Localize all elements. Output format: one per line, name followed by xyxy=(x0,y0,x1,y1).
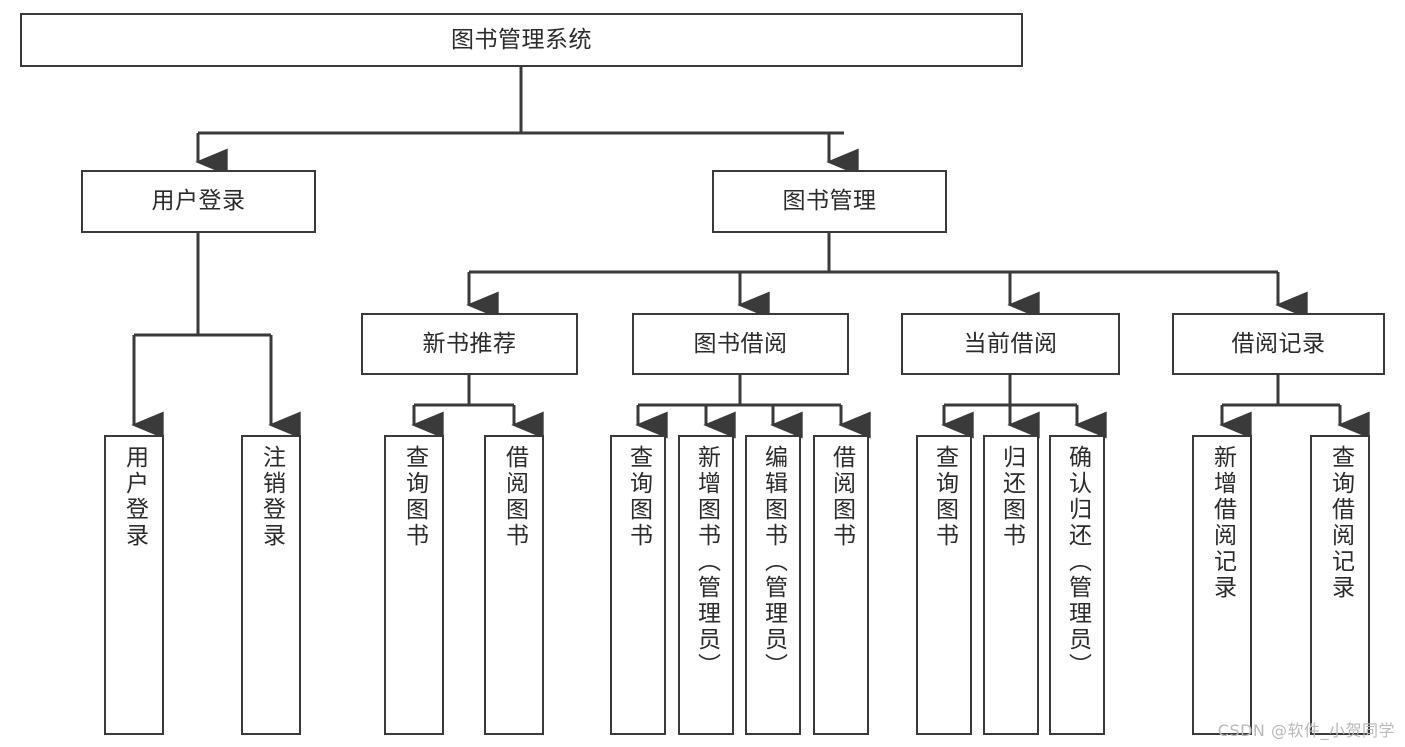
leaf-borrow-book[interactable]: 借阅图书 xyxy=(813,435,869,735)
leaf-add-borrow-record[interactable]: 新增借阅记录 xyxy=(1192,435,1252,735)
leaf-query-borrow-record[interactable]: 查询借阅记录 xyxy=(1310,435,1370,735)
node-label: 用户登录 xyxy=(151,188,246,215)
csdn-watermark: CSDN @软件_小贺同学 xyxy=(1217,721,1395,740)
leaf-confirm-return-admin[interactable]: 确认归还（管理员） xyxy=(1049,435,1105,735)
leaf-logout-login[interactable]: 注销登录 xyxy=(241,435,301,735)
node-root-system[interactable]: 图书管理系统 xyxy=(20,13,1023,67)
leaf-query-book-recommend[interactable]: 查询图书 xyxy=(384,435,444,735)
leaf-add-book-admin[interactable]: 新增图书（管理员） xyxy=(678,435,734,735)
node-borrow-record[interactable]: 借阅记录 xyxy=(1172,313,1385,375)
node-label: 借阅图书 xyxy=(828,445,855,549)
node-label: 借阅记录 xyxy=(1231,330,1326,357)
node-label: 查询图书 xyxy=(625,445,652,549)
node-label: 用户登录 xyxy=(121,445,148,549)
node-label: 查询借阅记录 xyxy=(1327,445,1354,601)
node-label: 图书借阅 xyxy=(693,330,788,357)
node-label: 注销登录 xyxy=(258,445,285,549)
node-label: 编辑图书（管理员） xyxy=(760,445,787,679)
leaf-borrow-book-recommend[interactable]: 借阅图书 xyxy=(484,435,544,735)
node-user-login[interactable]: 用户登录 xyxy=(81,170,316,233)
node-new-book-recommend[interactable]: 新书推荐 xyxy=(361,313,578,375)
node-label: 确认归还（管理员） xyxy=(1064,445,1091,679)
node-label: 当前借阅 xyxy=(963,330,1058,357)
node-label: 新书推荐 xyxy=(422,330,517,357)
node-book-management[interactable]: 图书管理 xyxy=(712,170,947,233)
node-label: 图书管理 xyxy=(782,188,877,215)
leaf-query-book-borrow[interactable]: 查询图书 xyxy=(610,435,666,735)
node-label: 归还图书 xyxy=(998,445,1025,549)
leaf-query-book-current[interactable]: 查询图书 xyxy=(916,435,972,735)
leaf-return-book[interactable]: 归还图书 xyxy=(983,435,1039,735)
node-label: 查询图书 xyxy=(931,445,958,549)
node-book-borrow[interactable]: 图书借阅 xyxy=(632,313,849,375)
node-label: 查询图书 xyxy=(401,445,428,549)
node-label: 新增借阅记录 xyxy=(1209,445,1236,601)
node-label: 图书管理系统 xyxy=(451,26,592,53)
node-label: 新增图书（管理员） xyxy=(693,445,720,679)
node-label: 借阅图书 xyxy=(501,445,528,549)
node-current-borrow[interactable]: 当前借阅 xyxy=(901,313,1120,375)
leaf-edit-book-admin[interactable]: 编辑图书（管理员） xyxy=(745,435,801,735)
leaf-user-login[interactable]: 用户登录 xyxy=(104,435,164,735)
